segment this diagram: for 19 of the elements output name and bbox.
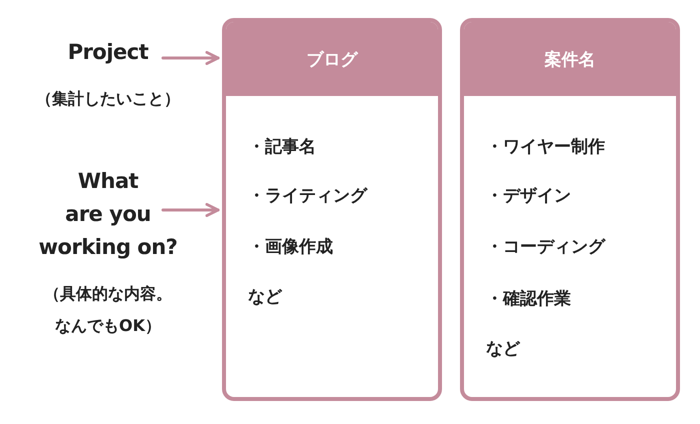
list-item: ・記事名 [248, 136, 316, 158]
list-item: ・画像作成 [248, 236, 333, 258]
list-item: ・ワイヤー制作 [486, 136, 605, 158]
row-heading: What are you working on? [38, 168, 178, 261]
note-text: （具体的な内容。なんでもOK） [43, 283, 173, 337]
row-heading: Project [66, 39, 150, 66]
card-header: 案件名 [464, 22, 676, 96]
list-item: など [486, 338, 520, 360]
card-header: ブログ [226, 22, 438, 96]
list-item: ・確認作業 [486, 288, 571, 310]
list-item: ・デザイン [486, 185, 571, 207]
list-item: など [248, 286, 282, 308]
list-item: ・コーディング [486, 236, 605, 258]
note-text: （集計したいこと） [35, 88, 181, 110]
card [222, 18, 442, 401]
arrow [162, 51, 220, 65]
list-item: ・ライティング [248, 185, 367, 207]
arrow [162, 203, 220, 217]
card [460, 18, 680, 401]
